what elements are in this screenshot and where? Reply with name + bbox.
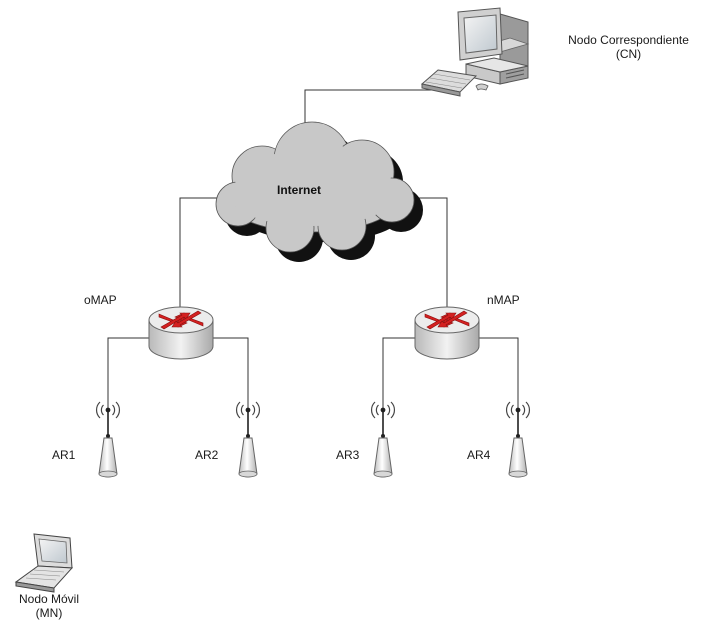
mn-label: Nodo Móvil (MN) (10, 592, 88, 620)
omap-label: oMAP (84, 293, 117, 307)
nmap-router-icon (414, 306, 480, 360)
ar1-label: AR1 (52, 448, 76, 462)
ar2-label: AR2 (195, 448, 219, 462)
ar3-label: AR3 (336, 448, 360, 462)
cn-name: Nodo Correspondiente (568, 33, 689, 47)
internet-cloud-icon (215, 121, 423, 262)
ar1-antenna-icon (95, 401, 121, 478)
link-nmap-ar4 (478, 337, 519, 410)
ar4-antenna-icon (505, 401, 531, 478)
laptop-icon (14, 533, 74, 593)
internet-label: Internet (277, 183, 322, 197)
ar2-antenna-icon (235, 401, 261, 478)
cn-abbr: (CN) (615, 47, 642, 61)
cn-label: Nodo Correspondiente (CN) (556, 33, 701, 61)
mn-abbr: (MN) (35, 606, 63, 620)
mn-name: Nodo Móvil (18, 592, 80, 606)
ar4-label: AR4 (467, 448, 491, 462)
omap-router-icon (148, 306, 214, 360)
link-nmap-ar3 (382, 337, 418, 410)
nmap-label: nMAP (487, 293, 520, 307)
link-omap-ar2 (212, 337, 249, 410)
link-internet-omap (179, 197, 230, 312)
link-omap-ar1 (107, 337, 150, 410)
desktop-computer-icon (420, 7, 530, 97)
ar3-antenna-icon (370, 401, 396, 478)
